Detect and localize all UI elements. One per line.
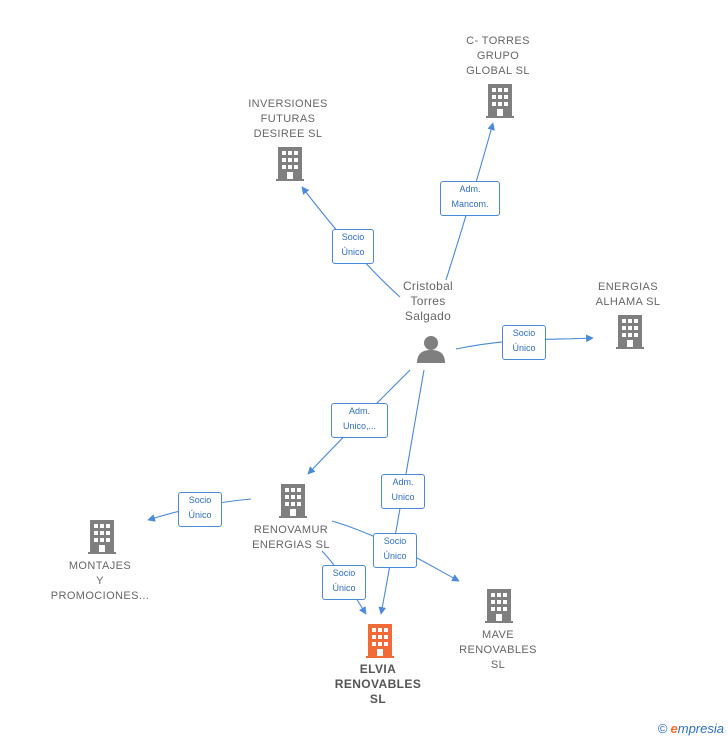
brand-watermark: ©empresia (658, 721, 724, 736)
edge-label-adm-renovamur[interactable]: Adm. Unico,... (331, 403, 388, 438)
copyright-icon: © (657, 721, 668, 736)
building-icon[interactable] (88, 520, 116, 554)
edge-label-adm-elvia[interactable]: Adm. Unico (381, 474, 425, 509)
edge-label-socio-montajes[interactable]: Socio Único (178, 492, 222, 527)
edge-label-socio-energias[interactable]: Socio Único (502, 325, 546, 360)
building-icon[interactable] (485, 589, 513, 623)
brand-name: mpresia (677, 721, 724, 736)
brand-logo-mark: e (670, 721, 678, 736)
person-icon[interactable] (416, 335, 446, 363)
edge-label-socio-elvia[interactable]: Socio Único (322, 565, 366, 600)
company-label-elvia[interactable]: ELVIA RENOVABLES SL (334, 662, 422, 706)
company-label-renovamur[interactable]: RENOVAMUR ENERGIAS SL (252, 524, 330, 551)
building-icon[interactable] (616, 315, 644, 349)
company-label-montajes[interactable]: MONTAJES Y PROMOCIONES... (50, 560, 150, 602)
company-label-mave[interactable]: MAVE RENOVABLES SL (459, 629, 537, 671)
edge-label-adm-ctorres[interactable]: Adm. Mancom. (440, 181, 500, 216)
edge-label-socio-inversiones[interactable]: Socio Único (332, 229, 374, 264)
building-icon-highlight[interactable] (366, 624, 394, 658)
building-icon[interactable] (276, 147, 304, 181)
building-icon[interactable] (279, 484, 307, 518)
person-name[interactable]: Cristobal Torres Salgado (402, 279, 454, 323)
company-label-inversiones[interactable]: INVERSIONES FUTURAS DESIREE SL (248, 98, 328, 140)
edge-label-socio-mave[interactable]: Socio Único (373, 533, 417, 568)
company-label-ctorres[interactable]: C- TORRES GRUPO GLOBAL SL (466, 35, 530, 77)
company-label-energias[interactable]: ENERGIAS ALHAMA SL (595, 281, 661, 308)
building-icon[interactable] (486, 84, 514, 118)
